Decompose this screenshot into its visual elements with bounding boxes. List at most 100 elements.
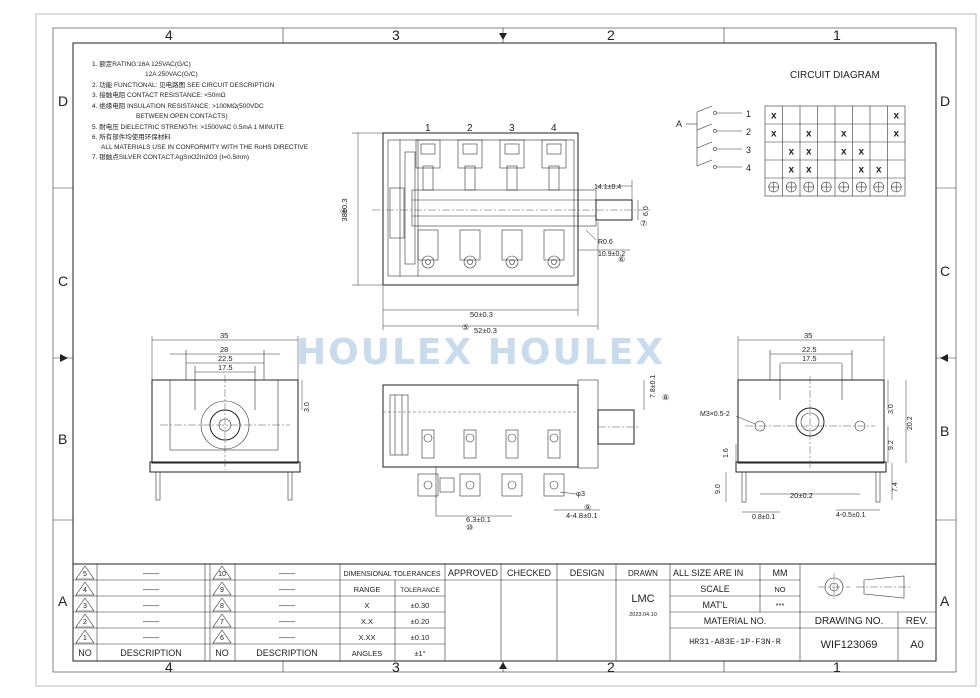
- marker: ④: [340, 207, 347, 216]
- revision-description: ——: [143, 601, 159, 610]
- zone-letter: B: [58, 431, 67, 447]
- zone-number: 3: [392, 27, 400, 43]
- zone-letter: D: [940, 93, 950, 109]
- zone-number: 1: [833, 659, 841, 675]
- circuit-title: CIRCUIT DIAGRAM: [790, 70, 880, 81]
- marker: ⑦: [640, 219, 647, 228]
- approved-header: APPROVED: [448, 568, 499, 578]
- zone-letter: D: [58, 93, 68, 109]
- scale-value: NO: [774, 585, 785, 594]
- zone-number: 4: [165, 27, 173, 43]
- revision-number: 3: [83, 603, 87, 610]
- spec-line: BETWEEN OPEN CONTACTS): [136, 113, 228, 120]
- front-view: 7.8±0.1 φ3 4-4.8±0.1 6.3±0.1 ⑧ ⑨ ⑩: [382, 375, 669, 532]
- revision-number: 7: [220, 619, 224, 626]
- tolerance-range: ANGLES: [352, 649, 382, 658]
- specifications-block: 1. 额定RATING:16A 125VAC(G/C) 12A 250VAC(G…: [92, 59, 309, 161]
- tolerance-header: TOLERANCE: [400, 587, 440, 594]
- dim-pitch: 4-4.8±0.1: [566, 511, 598, 520]
- dim-width-28: 28: [220, 345, 228, 354]
- revision-triangle-icon: [212, 565, 232, 580]
- watermark-text: HOULEX HOULEX: [296, 332, 665, 373]
- terminal-number: 1: [425, 123, 431, 134]
- spec-line: 2. 功能 FUNCTIONAL: 见电路图 SEE CIRCUIT DESCR…: [92, 80, 275, 89]
- marker: ⑤: [462, 323, 469, 332]
- housing-outline: [382, 132, 579, 286]
- zone-letters-left: D C B A: [58, 93, 68, 609]
- revision-description: ——: [279, 585, 295, 594]
- dim-pin-spacing: 20±0.2: [790, 491, 813, 500]
- revision-triangle-icon: [212, 629, 232, 644]
- revision-description: ——: [279, 633, 295, 642]
- tolerance-value: ±0.10: [411, 633, 430, 642]
- revision-description: ——: [143, 585, 159, 594]
- all-size-label: ALL SIZE ARE IN: [673, 568, 743, 578]
- dim-shaft-diameter: 6.0: [643, 206, 650, 216]
- drawn-name: LMC: [631, 593, 654, 605]
- material-no-label: MATERIAL NO.: [704, 616, 767, 626]
- circuit-contact-mark: x: [771, 111, 777, 122]
- title-block: 5 4 3 2 1 10 9 8 7 6 —— —— —— —— —— —— —…: [72, 563, 937, 662]
- circuit-common-label: A: [676, 119, 682, 129]
- dim-height-3: 3.0: [888, 404, 895, 414]
- right-housing: [737, 379, 885, 464]
- circuit-contact-mark: x: [788, 147, 794, 158]
- circuit-contact-mark: x: [788, 165, 794, 176]
- dim-width-22-5: 22.5: [218, 354, 233, 363]
- zone-number: 3: [392, 659, 400, 675]
- revision-number: 8: [220, 603, 224, 610]
- zone-number: 2: [607, 27, 615, 43]
- zone-number: 4: [165, 659, 173, 675]
- marker: ⑩: [466, 523, 473, 532]
- dim-width-35: 35: [220, 331, 228, 340]
- revision-number: 9: [220, 587, 224, 594]
- zone-letter: C: [58, 273, 68, 289]
- circuit-schematic: [686, 105, 742, 169]
- revision-triangle-icon: [212, 613, 232, 628]
- circuit-contact-mark: x: [806, 165, 812, 176]
- zone-numbers-bottom: 4 3 2 1: [165, 659, 841, 675]
- rev-value: A0: [910, 639, 923, 651]
- dim-total-length: 52±0.3: [474, 326, 497, 335]
- dim-screw: M3×0.5-2: [700, 411, 730, 418]
- top-view: 1 2 3 4 38±0.3 50±0.3 52±0.3 14.1±0.4 6.…: [340, 123, 650, 335]
- dim-height-7-4: 7.4: [892, 482, 899, 492]
- circuit-contact-mark: x: [841, 129, 847, 140]
- circuit-contact-mark: x: [858, 147, 864, 158]
- dim-width-35: 35: [804, 331, 812, 340]
- tolerance-range: X.X: [361, 617, 373, 626]
- material-no-value: HR31-A83E-1P-F3N-R: [689, 637, 781, 647]
- checked-header: CHECKED: [507, 568, 552, 578]
- drawn-date: 2023.04.10: [629, 612, 657, 618]
- zone-letters-right: D C B A: [940, 93, 950, 609]
- dim-step: 10.9±0.2: [598, 251, 625, 258]
- spec-line: 5. 耐电压 DIELECTRIC STRENGTH: >1500VAC 0.5…: [92, 122, 285, 131]
- circuit-contact-mark: x: [806, 147, 812, 158]
- tolerance-value: ±1°: [414, 649, 425, 658]
- outer-frame: [52, 27, 957, 673]
- dim-height: 38±0.3: [340, 199, 349, 222]
- terminal-numbers: 1 2 3 4: [425, 123, 557, 134]
- circuit-position-labels: 1 2 3 4: [746, 109, 751, 173]
- revision-description: ——: [279, 569, 295, 578]
- dim-height-9: 9.0: [715, 484, 722, 494]
- position-label: 3: [746, 145, 751, 155]
- circuit-contact-mark: x: [876, 165, 882, 176]
- marker: ⑨: [584, 503, 591, 512]
- circuit-contact-mark: x: [858, 165, 864, 176]
- revision-number: 5: [83, 571, 87, 578]
- circuit-contact-mark: x: [806, 129, 812, 140]
- spec-line: 4. 绝缘电阻 INSULATION RESISTANCE: >100MΩ(50…: [92, 101, 264, 110]
- dim-pin-width: 4-0.5±0.1: [836, 512, 866, 519]
- design-header: DESIGN: [570, 568, 605, 578]
- revision-triangles: [75, 565, 232, 644]
- revision-description: ——: [279, 617, 295, 626]
- revision-triangle-icon: [212, 581, 232, 596]
- drawing-no-value: WIF123069: [821, 639, 878, 651]
- paper-outline: [35, 13, 977, 687]
- drawn-header: DRAWN: [628, 569, 658, 578]
- revision-triangle-icon: [75, 629, 95, 644]
- zone-letter: A: [940, 593, 950, 609]
